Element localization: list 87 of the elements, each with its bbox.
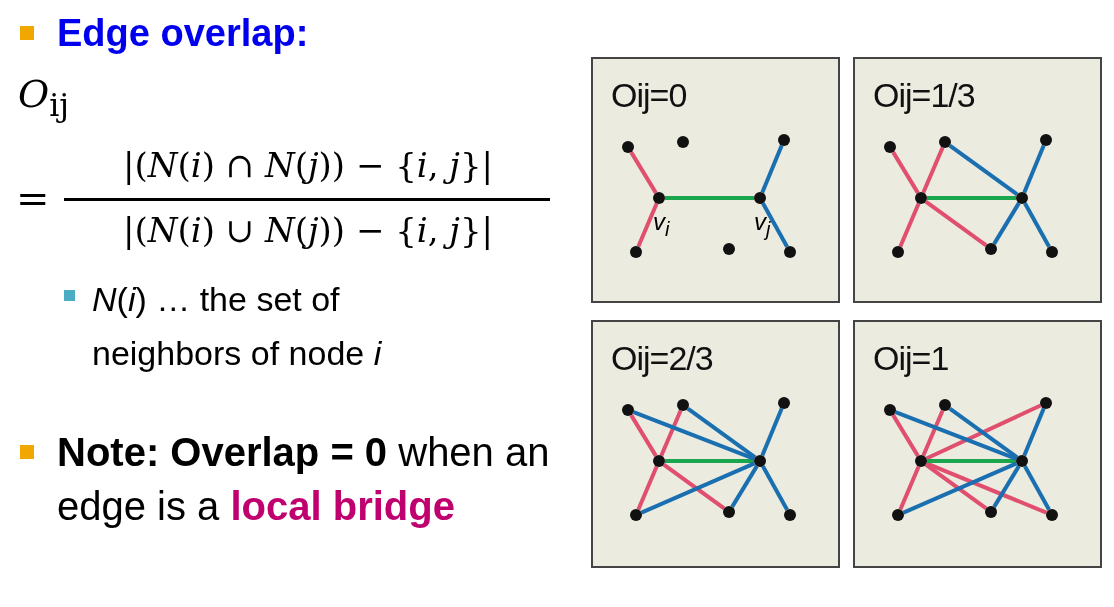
graph-panel	[591, 320, 840, 568]
formula-term: O$_{ij}$	[18, 72, 70, 123]
overlap-value: Oij=2/3	[611, 340, 713, 378]
graph-vertex	[985, 243, 997, 255]
graph-edge	[927, 196, 1016, 200]
graph-edge	[761, 202, 789, 248]
graph-vertex	[985, 506, 997, 518]
graph-panel	[853, 320, 1102, 568]
graph-edge	[898, 465, 921, 511]
graph-panel	[591, 57, 840, 303]
graph-edge	[925, 461, 1048, 515]
graph-edge	[898, 202, 921, 248]
graph-vertex	[1016, 455, 1028, 467]
graph-vertex	[915, 192, 927, 204]
graph-edge	[640, 461, 756, 515]
graph-edge	[730, 465, 759, 508]
vertex-label: v$_{j}$	[754, 210, 771, 239]
graph-vertex	[884, 404, 896, 416]
graph-vertex	[915, 455, 927, 467]
graph-edge	[760, 407, 784, 457]
graph-edge	[927, 459, 1016, 463]
graph-edge	[891, 414, 920, 457]
note-text: Note: Overlap = 0 when an edge is a local bridge	[57, 429, 551, 530]
graph-vertex	[784, 246, 796, 258]
graph-edge	[948, 143, 1019, 197]
overlap-value: Oij=1/3	[873, 77, 975, 115]
graph-edge	[662, 462, 726, 511]
graph-edge	[665, 459, 754, 463]
graph-vertex	[784, 509, 796, 521]
graph-edge	[894, 410, 1018, 461]
overlap-value: Oij=1	[873, 340, 949, 378]
graph-vertex	[677, 136, 689, 148]
graph-edge	[924, 462, 988, 511]
graph-vertex	[622, 141, 634, 153]
graph-edge	[992, 202, 1021, 245]
graph-vertex	[677, 399, 689, 411]
vertex-label: v$_{i}$	[653, 210, 670, 239]
graph-panel	[853, 57, 1102, 303]
graph-edge	[1022, 407, 1046, 457]
graph-edge	[891, 151, 920, 194]
graph-edge	[1023, 465, 1051, 511]
graph-vertex	[1016, 192, 1028, 204]
graph-vertex	[653, 455, 665, 467]
graph-vertex	[1046, 246, 1058, 258]
graph-edge	[632, 410, 756, 461]
graph-edge	[760, 144, 784, 194]
graph-vertex	[778, 397, 790, 409]
equals-sign: =	[16, 175, 50, 221]
graph-vertex	[630, 509, 642, 521]
graph-vertex	[630, 246, 642, 258]
graph-vertex	[723, 506, 735, 518]
graph-edge	[761, 465, 789, 511]
graph-edge	[636, 465, 659, 511]
graph-edge	[921, 146, 945, 194]
graph-vertex	[892, 246, 904, 258]
graph-edge	[659, 409, 683, 457]
numerator: |(N(i) ∩ N(j)) − {i, j}|	[122, 145, 494, 185]
graph-vertex	[1046, 509, 1058, 521]
heading: Edge overlap:	[57, 12, 309, 55]
graph-vertex	[754, 192, 766, 204]
definition-text: N(i) … the set of neighbors of node i	[92, 279, 383, 374]
graph-vertex	[1040, 134, 1052, 146]
graph-edge	[636, 202, 659, 248]
graph-edge	[686, 406, 757, 460]
graph-vertex	[622, 404, 634, 416]
graph-edge	[665, 196, 754, 200]
graph-edge	[948, 406, 1019, 460]
graph-vertex	[884, 141, 896, 153]
graph-edge	[1023, 202, 1051, 248]
graph-edge	[924, 199, 988, 248]
overlap-value: Oij=0	[611, 77, 687, 115]
graph-vertex	[1040, 397, 1052, 409]
graph-edge	[1022, 144, 1046, 194]
graph-vertex	[892, 509, 904, 521]
graph-vertex	[939, 136, 951, 148]
graph-edge	[629, 414, 658, 457]
denominator: |(N(i) ∪ N(j)) − {i, j}|	[122, 210, 494, 250]
graph-edge	[921, 409, 945, 457]
graph-edge	[902, 461, 1018, 515]
graph-edge	[629, 151, 658, 194]
graph-vertex	[778, 134, 790, 146]
graph-vertex	[723, 243, 735, 255]
graph-edge	[925, 403, 1042, 461]
graph-edge	[992, 465, 1021, 508]
graph-vertex	[653, 192, 665, 204]
graph-vertex	[939, 399, 951, 411]
graph-vertex	[754, 455, 766, 467]
